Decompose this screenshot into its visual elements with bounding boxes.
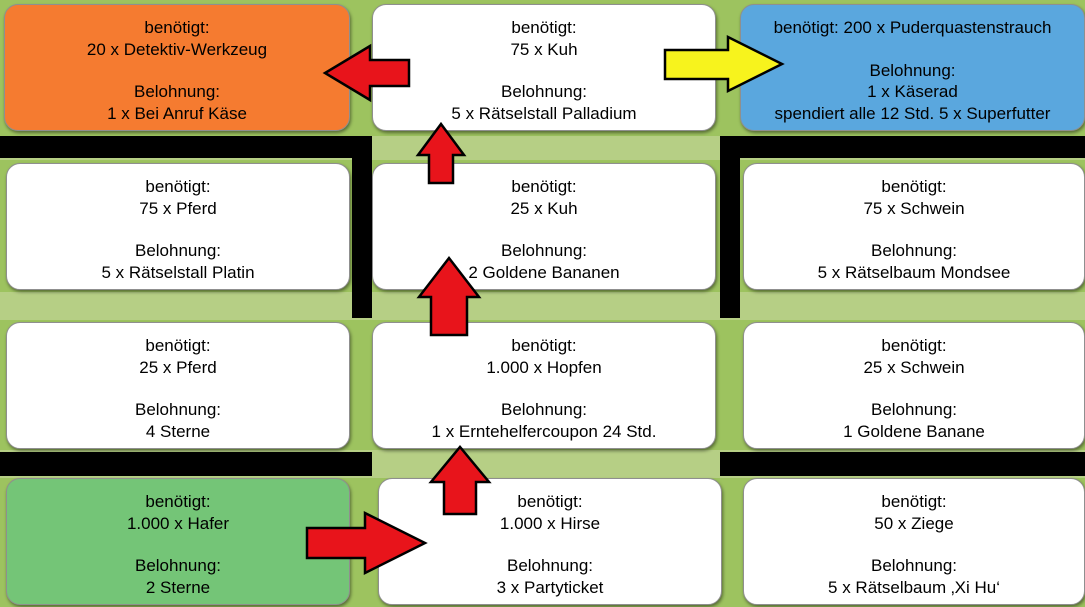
- arrow-kuh25-to-kuh75: [415, 121, 467, 185]
- required-value: 25 x Pferd: [139, 357, 217, 377]
- required-value: 75 x Schwein: [863, 198, 965, 218]
- divider-bar: [720, 158, 740, 318]
- arrow-kuh75-to-detektiv: [322, 43, 411, 103]
- required-label: benötigt:: [511, 336, 577, 355]
- required-label: benötigt:: [881, 492, 947, 511]
- reward-value: 2 Goldene Bananen: [468, 262, 620, 282]
- reward-label: Belohnung:: [134, 241, 222, 260]
- reward-value: 5 x Rätselstall Platin: [101, 262, 255, 282]
- required-label: benötigt:: [145, 177, 211, 196]
- reward-value: 5 x Rätselbaum Mondsee: [817, 262, 1011, 282]
- required-value: 75 x Kuh: [510, 39, 578, 59]
- reward-value: 1 x Käserad: [867, 82, 958, 101]
- reward-label: Belohnung:: [870, 400, 958, 419]
- required-value: 25 x Kuh: [510, 198, 578, 218]
- required-label: benötigt:: [517, 492, 583, 511]
- required-value: 75 x Pferd: [139, 198, 217, 218]
- required-value: 1.000 x Hafer: [126, 513, 230, 533]
- reward-value: spendiert alle 12 Std. 5 x Superfutter: [774, 103, 1051, 123]
- required-value: 20 x Detektiv-Werkzeug: [86, 39, 268, 59]
- reward-label: Belohnung:: [500, 400, 588, 419]
- required-label: benötigt:: [145, 492, 211, 511]
- reward-label: Belohnung:: [133, 82, 221, 101]
- reward-value: 4 Sterne: [145, 421, 211, 441]
- reward-value: 2 Sterne: [145, 577, 211, 597]
- divider-bar: [0, 452, 372, 476]
- reward-label: Belohnung:: [134, 556, 222, 575]
- arrow-kuh75-to-puderquasten: [663, 34, 785, 94]
- reward-value: 5 x Rätselstall Palladium: [451, 103, 637, 123]
- reward-value: 5 x Rätselbaum ‚Xi Hu‘: [828, 577, 1000, 597]
- arrow-hafer-to-hirse: [305, 510, 428, 576]
- reward-value: 1 x Erntehelfercoupon 24 Std.: [431, 421, 657, 441]
- divider-bar: [0, 136, 372, 158]
- reward-label: Belohnung:: [500, 82, 588, 101]
- arrow-hirse-to-hopfen: [428, 445, 492, 516]
- reward-label: Belohnung:: [870, 556, 958, 575]
- reward-label: Belohnung:: [500, 241, 588, 260]
- reward-value: 1 x Bei Anruf Käse: [107, 103, 247, 123]
- required-label: benötigt:: [881, 336, 947, 355]
- required-label: benötigt:: [881, 177, 947, 196]
- reward-value: 1 Goldene Banane: [843, 421, 985, 441]
- divider-bar: [352, 158, 372, 318]
- reward-label: Belohnung:: [869, 60, 956, 80]
- divider-bar: [720, 136, 1085, 158]
- required-label: benötigt:: [511, 177, 577, 196]
- required-value: 1.000 x Hirse: [499, 513, 601, 533]
- required-value: 50 x Ziege: [874, 513, 954, 533]
- required-label: benötigt: 200 x Puderquastenstrauch: [773, 18, 1052, 37]
- arrow-hopfen-to-kuh25: [416, 255, 482, 337]
- divider-bar: [720, 452, 1085, 476]
- required-value: 1.000 x Hopfen: [486, 357, 602, 377]
- grass-band: [0, 292, 1085, 320]
- required-label: benötigt:: [144, 18, 210, 37]
- reward-label: Belohnung:: [134, 400, 222, 419]
- required-value: 25 x Schwein: [863, 357, 965, 377]
- reward-label: Belohnung:: [506, 556, 594, 575]
- reward-label: Belohnung:: [870, 241, 958, 260]
- required-label: benötigt:: [511, 18, 577, 37]
- required-label: benötigt:: [145, 336, 211, 355]
- reward-value: 3 x Partyticket: [496, 577, 604, 597]
